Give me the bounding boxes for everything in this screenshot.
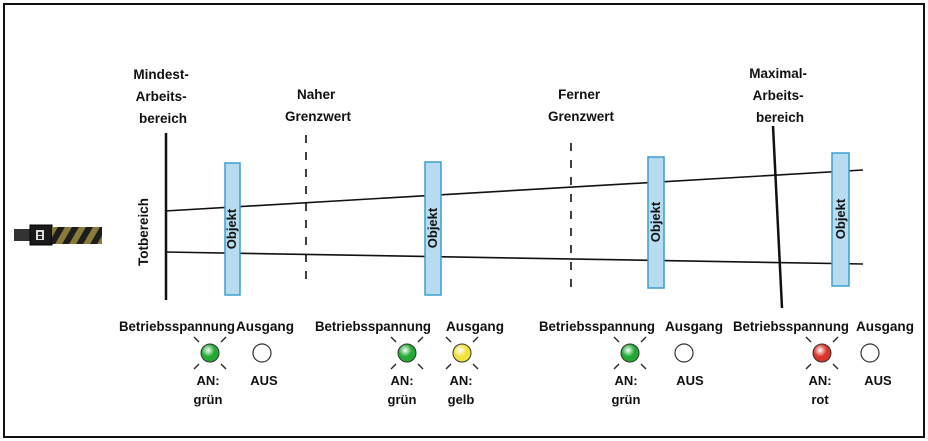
output-led-icon: [860, 343, 880, 363]
output-state-text: gelb: [448, 392, 475, 407]
object-label: Objekt: [833, 198, 848, 239]
power-state-text: grün: [612, 392, 641, 407]
object-label: Objekt: [648, 201, 663, 242]
power-led-icon: [390, 336, 424, 370]
power-label: Betriebsspannung: [733, 319, 849, 334]
output-state-text: AUS: [676, 373, 704, 388]
far-limit-label: Ferner Grenzwert: [548, 87, 615, 124]
power-state-text: AN:: [196, 373, 219, 388]
near-limit-label: Naher Grenzwert: [285, 87, 352, 124]
power-led-icon: [805, 336, 839, 370]
beam-lower-edge: [164, 251, 864, 265]
object-label: Objekt: [224, 208, 239, 249]
power-led-icon: [613, 336, 647, 370]
output-label: Ausgang: [446, 319, 504, 334]
output-led-icon: [445, 336, 479, 370]
dead-zone-label: Totbereich: [136, 198, 151, 266]
output-led-icon: [252, 343, 272, 363]
power-label: Betriebsspannung: [119, 319, 235, 334]
sensor-device: [14, 224, 102, 246]
power-label: Betriebsspannung: [315, 319, 431, 334]
power-state-text: grün: [388, 392, 417, 407]
power-state-text: grün: [194, 392, 223, 407]
object-4: Objekt: [831, 152, 850, 287]
power-led-icon: [193, 336, 227, 370]
max-range-label: Maximal- Arbeits- bereich: [749, 66, 811, 125]
power-state-text: rot: [811, 392, 829, 407]
beam-upper-edge: [164, 169, 864, 212]
object-3: Objekt: [647, 156, 665, 289]
output-label: Ausgang: [236, 319, 294, 334]
diagram-frame: [3, 3, 925, 438]
power-state-text: AN:: [808, 373, 831, 388]
power-state-text: AN:: [390, 373, 413, 388]
output-led-icon: [674, 343, 694, 363]
power-label: Betriebsspannung: [539, 319, 655, 334]
object-label: Objekt: [425, 207, 440, 248]
power-state-text: AN:: [614, 373, 637, 388]
output-state-text: AN:: [449, 373, 472, 388]
object-2: Objekt: [424, 161, 442, 296]
output-label: Ausgang: [856, 319, 914, 334]
object-1: Objekt: [224, 162, 241, 296]
max-range-line: [771, 125, 784, 309]
output-label: Ausgang: [665, 319, 723, 334]
output-state-text: AUS: [250, 373, 278, 388]
min-range-label: Mindest- Arbeits- bereich: [133, 67, 192, 126]
output-state-text: AUS: [864, 373, 892, 388]
